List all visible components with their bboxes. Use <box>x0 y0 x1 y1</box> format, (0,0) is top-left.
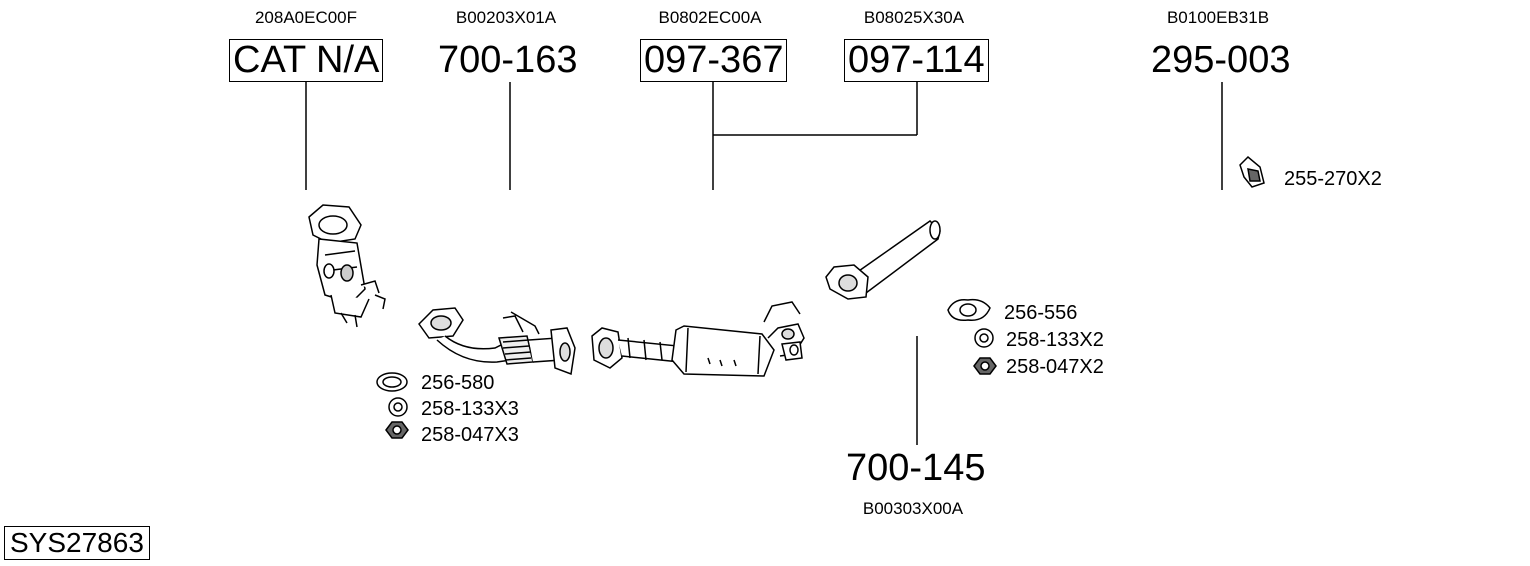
accessory-label: 258-133X2 <box>1006 329 1104 351</box>
accessory-label: 256-580 <box>421 372 495 394</box>
intermediate-pipe-drawing[interactable] <box>820 215 945 305</box>
flange-gasket-icon <box>947 298 991 322</box>
accessory-label: 258-047X3 <box>421 424 519 446</box>
oem-code: B00303X00A <box>862 499 964 518</box>
part-number[interactable]: 097-114 <box>844 39 989 82</box>
oem-code: 208A0EC00F <box>254 8 358 27</box>
front-accessory-icons <box>376 372 409 439</box>
accessory-label: 255-270X2 <box>1284 168 1382 190</box>
gasket-ring-icon <box>376 372 408 392</box>
accessory-label: 256-556 <box>1004 302 1078 324</box>
part-number[interactable]: CAT N/A <box>229 39 384 82</box>
accessory-label: 258-047X2 <box>1006 356 1104 378</box>
part-number[interactable]: 700-145 <box>846 447 986 489</box>
oem-code: B0100EB31B <box>1166 8 1270 27</box>
oem-code: B08025X30A <box>863 8 965 27</box>
catalytic-converter-drawing[interactable] <box>295 195 405 335</box>
washer-icon <box>974 328 994 348</box>
rubber-mount-icon <box>1239 155 1265 188</box>
washer-icon <box>388 397 408 417</box>
mid-accessory-icons <box>947 298 997 375</box>
oem-code: B0802EC00A <box>658 8 762 27</box>
nut-icon <box>385 421 409 439</box>
part-number[interactable]: 295-003 <box>1151 39 1291 81</box>
oem-code: B00203X01A <box>455 8 557 27</box>
system-code: SYS27863 <box>4 526 150 560</box>
accessory-label: 258-133X3 <box>421 398 519 420</box>
dpf-filter-drawing[interactable] <box>588 298 810 380</box>
nut-icon <box>973 357 997 375</box>
front-pipe-drawing[interactable] <box>415 298 580 380</box>
part-number[interactable]: 700-163 <box>438 39 578 81</box>
part-number[interactable]: 097-367 <box>640 39 788 82</box>
